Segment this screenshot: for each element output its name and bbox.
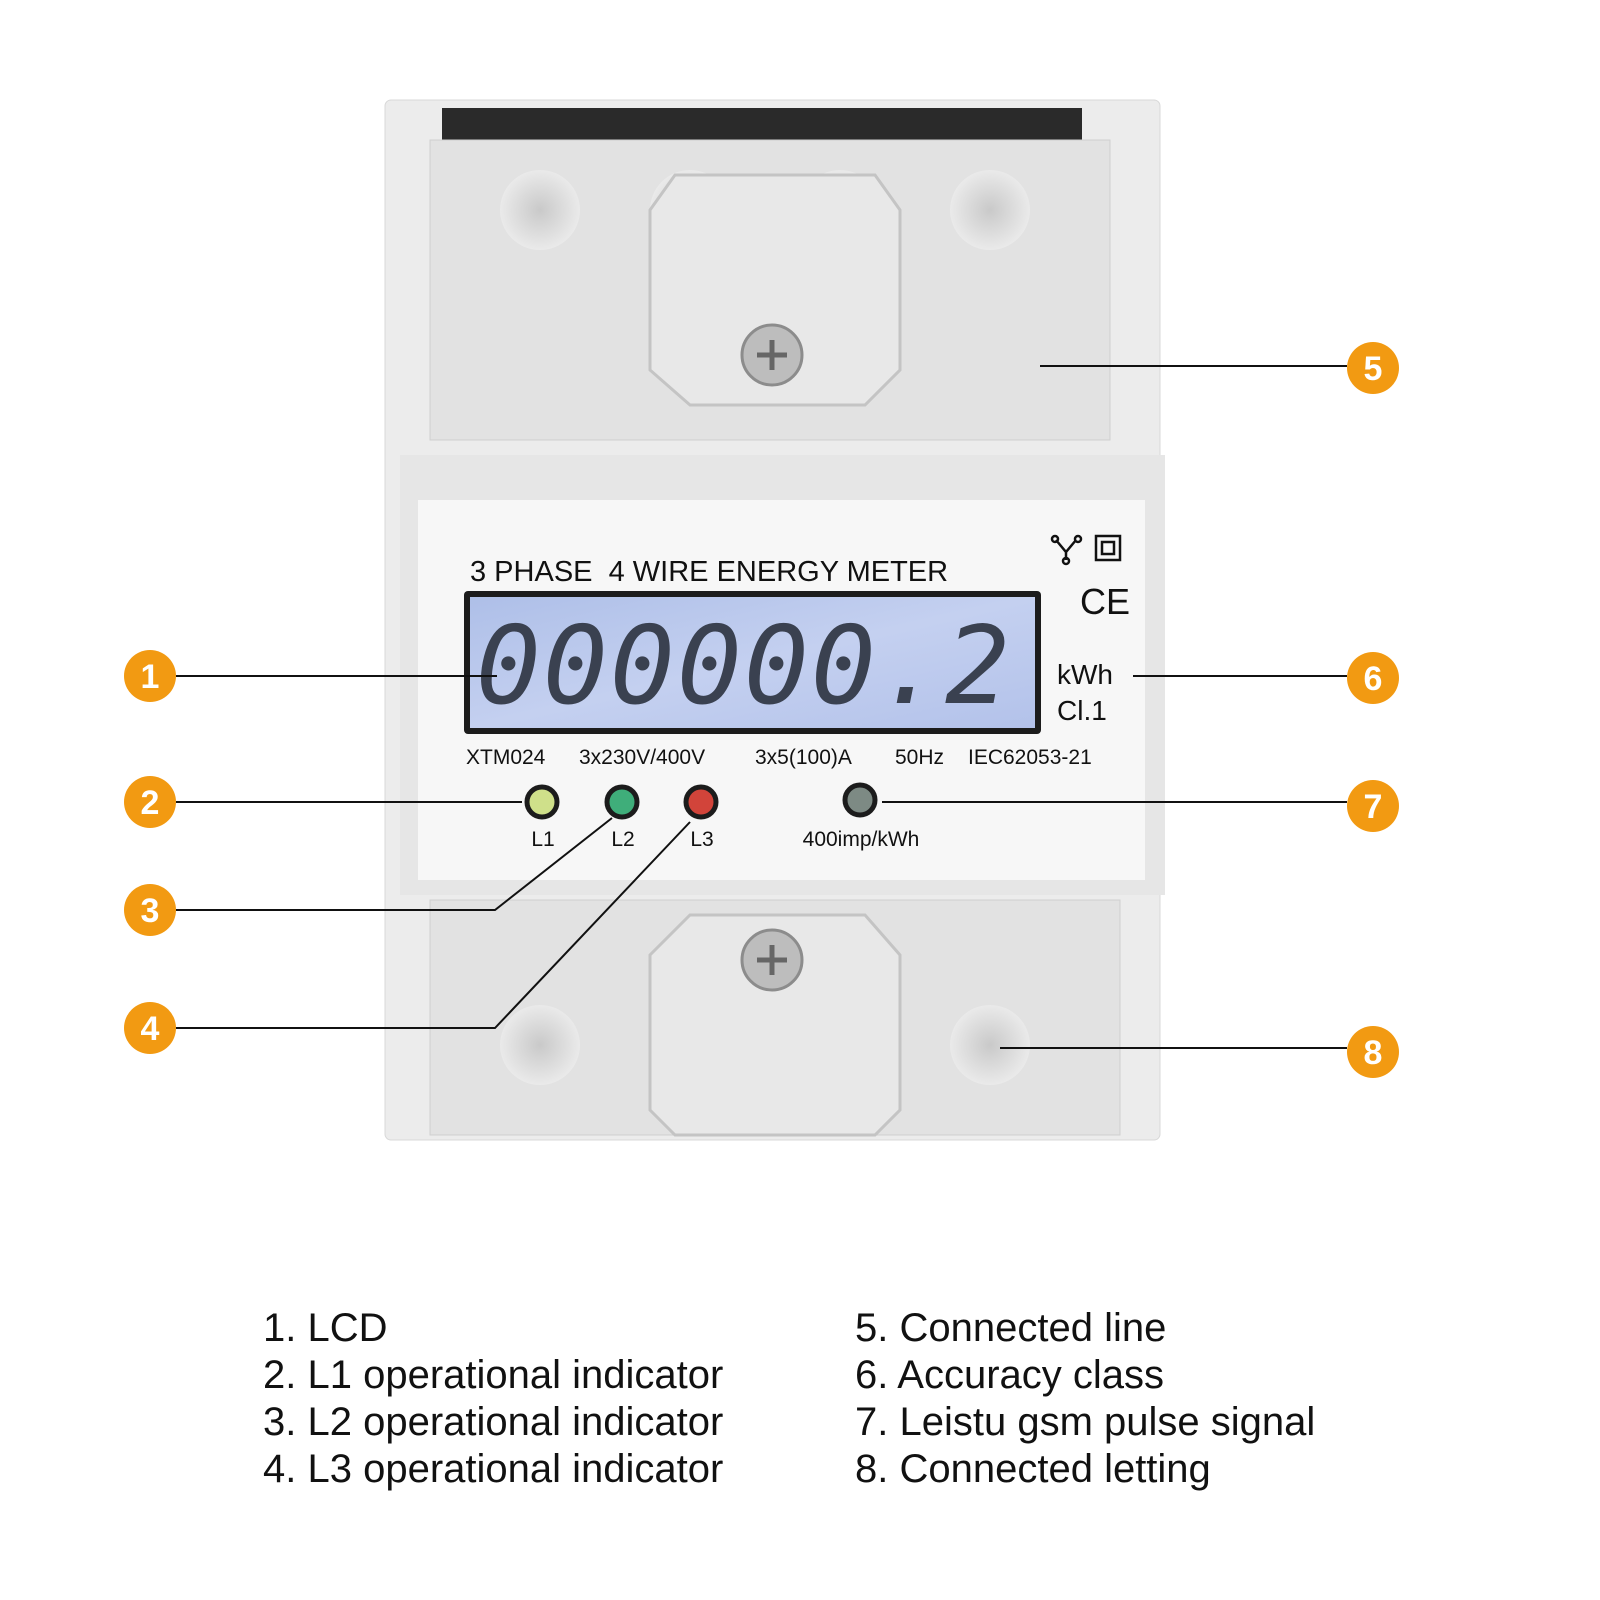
- accuracy-class-label: Cl.1: [1057, 695, 1107, 726]
- leader-lines: [176, 365, 1347, 1049]
- legend-item: 5. Connected line: [855, 1306, 1167, 1350]
- svg-text:3: 3: [141, 892, 160, 930]
- l2-label: L2: [611, 828, 634, 851]
- svg-text:4: 4: [141, 1010, 160, 1048]
- l3-label: L3: [690, 828, 713, 851]
- pulse-led-icon: [842, 782, 878, 818]
- callout-badge-3: 3: [124, 884, 176, 936]
- callout-badge-4: 4: [124, 1002, 176, 1054]
- svg-text:5: 5: [1364, 350, 1383, 388]
- lcd-reading: 000000.2: [476, 604, 1012, 729]
- spec-line: XTM024 3x230V/400V 3x5(100)A 50Hz IEC620…: [466, 746, 1092, 769]
- legend-item: 3. L2 operational indicator: [263, 1400, 724, 1444]
- voltage-spec: 3x230V/400V: [579, 746, 705, 769]
- legend-item: 6. Accuracy class: [855, 1353, 1165, 1397]
- lcd-screen: [470, 597, 1035, 728]
- legend-item: 8. Connected letting: [855, 1447, 1211, 1491]
- standard-spec: IEC62053-21: [968, 746, 1092, 769]
- frequency-spec: 50Hz: [895, 746, 944, 769]
- callout-badge-5: 5: [1347, 342, 1399, 394]
- callout-badge-7: 7: [1347, 780, 1399, 832]
- l2-led-icon: [604, 784, 640, 820]
- legend-item: 4. L3 operational indicator: [263, 1447, 724, 1491]
- l1-label: L1: [531, 828, 554, 851]
- callout-badges: 1 2 3 4 5 6 7 8: [124, 342, 1399, 1078]
- legend-left: 1. LCD 2. L1 operational indicator 3. L2…: [263, 1305, 723, 1493]
- callout-badge-8: 8: [1347, 1026, 1399, 1078]
- legend-item: 1. LCD: [263, 1306, 388, 1350]
- l3-led-icon: [683, 784, 719, 820]
- l1-led-icon: [524, 784, 560, 820]
- indicator-leds: L1 L2 L3 400imp/kWh: [524, 782, 920, 851]
- svg-text:6: 6: [1364, 660, 1383, 698]
- legend-item: 7. Leistu gsm pulse signal: [855, 1400, 1316, 1444]
- ce-mark: CE: [1080, 581, 1130, 622]
- callout-badge-2: 2: [124, 776, 176, 828]
- callout-badge-1: 1: [124, 650, 176, 702]
- svg-text:2: 2: [141, 784, 160, 822]
- current-spec: 3x5(100)A: [755, 746, 852, 769]
- unit-label: kWh: [1057, 659, 1113, 690]
- double-insulation-icon: [1050, 534, 1122, 566]
- meter-title: 3 PHASE 4 WIRE ENERGY METER: [470, 556, 948, 588]
- model-number: XTM024: [466, 746, 546, 769]
- pulse-label: 400imp/kWh: [803, 828, 920, 851]
- svg-text:7: 7: [1364, 788, 1383, 826]
- legend-right: 5. Connected line 6. Accuracy class 7. L…: [855, 1305, 1315, 1493]
- svg-text:1: 1: [141, 658, 160, 696]
- svg-text:8: 8: [1364, 1034, 1383, 1072]
- legend-item: 2. L1 operational indicator: [263, 1353, 724, 1397]
- callout-badge-6: 6: [1347, 652, 1399, 704]
